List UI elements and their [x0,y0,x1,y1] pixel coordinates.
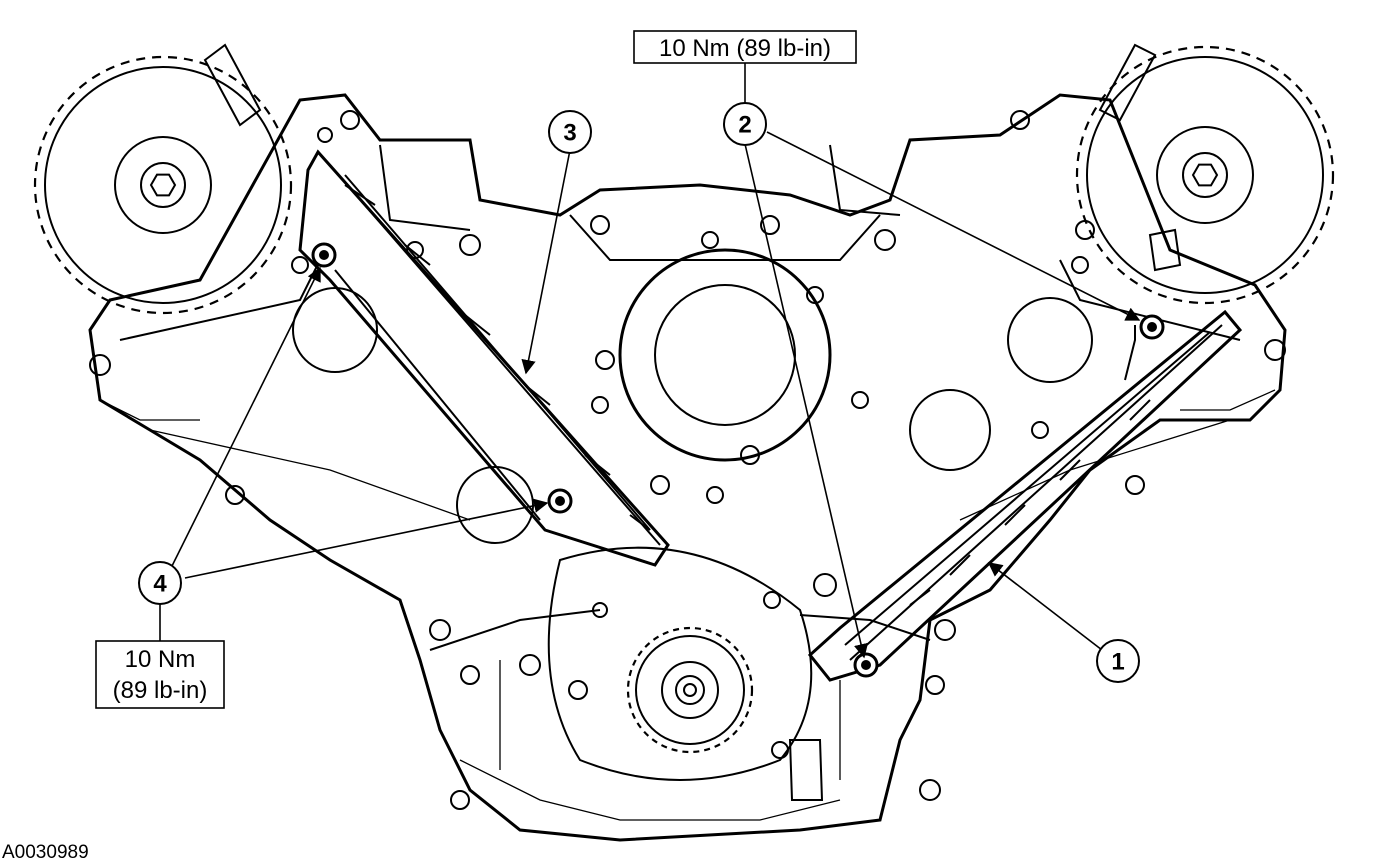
callout-2: 2 [723,102,767,146]
svg-text:10 Nm (89 lb-in): 10 Nm (89 lb-in) [659,35,831,62]
cam-sprocket-icon [33,55,293,315]
top-fittings [203,43,1182,801]
guide-bolt-icon [853,652,879,678]
svg-text:10 Nm: 10 Nm [125,646,196,673]
callout-3: 3 [548,110,592,154]
block-openings [292,248,1093,781]
guide-bolt-icon [311,242,337,268]
torque-spec-top: 10 Nm (89 lb-in) [633,30,857,64]
torque-spec-left: 10 Nm (89 lb-in) [95,640,225,709]
cam-sprocket-icon [1075,45,1335,305]
svg-text:1: 1 [1111,649,1124,676]
callout-1: 1 [1096,639,1140,683]
guide-bolt-icon [1139,314,1165,340]
crank-sprocket-icon [626,626,754,754]
left-chain-guide [298,149,670,567]
bolt-bosses [89,110,1286,810]
engine-block [88,93,1287,842]
leader-lines [159,63,1141,659]
callout-4: 4 [138,561,182,605]
svg-text:4: 4 [153,571,167,598]
svg-text:3: 3 [563,120,576,147]
right-chain-guide [807,309,1243,682]
svg-text:2: 2 [738,112,751,139]
guide-bolt-icon [547,488,573,514]
svg-text:(89 lb-in): (89 lb-in) [113,677,208,704]
figure-id: A0030989 [2,842,89,863]
